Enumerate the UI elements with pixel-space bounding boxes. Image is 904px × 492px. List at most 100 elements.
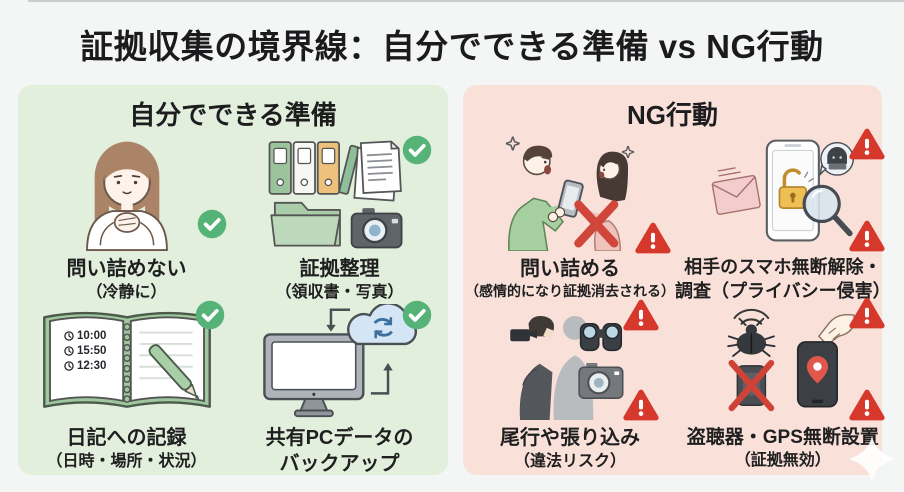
diary-time-row: 12:30 <box>64 360 106 372</box>
check-icon <box>402 135 432 165</box>
item-sublabel: （違法リスク） <box>513 452 626 470</box>
bug-gps-tracker-illustration <box>727 308 855 411</box>
item-label: 日記への記録 <box>66 426 187 449</box>
ok-item-diary-record: 10:00 15:50 12:30 日記への記録 <box>20 304 233 478</box>
bug-icon <box>727 317 776 357</box>
item-sublabel: （領収書・写真） <box>275 284 404 302</box>
item-caption: 問い詰める （感情的になり証拠消去される） <box>465 256 675 301</box>
sync-icon <box>373 316 393 338</box>
panel-ok-grid: 問い詰めない （冷静に） <box>20 135 446 475</box>
ng-item-art <box>465 135 675 251</box>
check-icon <box>402 300 432 330</box>
ok-item-dont-confront: 問い詰めない （冷静に） <box>20 135 233 304</box>
warning-icon <box>849 219 885 253</box>
diary-time-list: 10:00 15:50 12:30 <box>64 330 106 372</box>
ng-item-phone-snooping: 相手のスマホ無断解除・ 調査（プライバシー侵害） <box>675 135 891 304</box>
check-icon <box>197 209 227 239</box>
camera-icon <box>578 362 624 399</box>
ok-item-pc-backup: 共有PCデータの バックアップ <box>233 304 446 478</box>
warning-icon <box>623 388 659 422</box>
item-label: 問い詰める <box>520 258 620 280</box>
camera-icon <box>350 208 402 249</box>
item-caption: 盗聴器・GPS無断設置 （証拠無効） <box>687 425 879 471</box>
arguing-couple-illustration <box>505 136 635 251</box>
item-sublabel: （感情的になり証拠消去される） <box>465 283 675 300</box>
red-cross-icon <box>574 200 619 248</box>
item-caption: 日記への記録 （日時・場所・状況） <box>46 425 206 473</box>
gps-tracker-icon <box>796 340 838 407</box>
envelope-icon <box>711 167 761 215</box>
warning-icon <box>849 388 885 422</box>
item-label: 相手のスマホ無断解除・ <box>684 257 882 277</box>
camcorder-icon <box>510 328 537 341</box>
diary-time: 12:30 <box>77 359 107 372</box>
item-sublabel: （日時・場所・状況） <box>46 452 207 470</box>
item-label: 尾行や張り込み <box>500 426 640 449</box>
diary-time: 10:00 <box>77 329 107 342</box>
warning-icon <box>623 298 659 332</box>
item-label: 証拠整理 <box>299 258 380 280</box>
clock-icon <box>64 360 74 371</box>
warning-icon <box>849 127 885 161</box>
panel-ok-header: 自分でできる準備 <box>129 100 337 130</box>
item-sublabel: （冷静に） <box>86 284 167 302</box>
man-figure <box>508 145 584 251</box>
hacker-icon <box>819 142 854 177</box>
ng-item-bug-gps: 盗聴器・GPS無断設置 （証拠無効） <box>675 304 891 473</box>
diary-time-row: 15:50 <box>64 345 106 357</box>
document-icon <box>352 140 402 202</box>
binder-icon <box>268 141 360 195</box>
cloud-icon <box>346 303 417 345</box>
ng-item-stalking: 尾行や張り込み （違法リスク） <box>465 304 675 473</box>
evidence-files-illustration <box>268 140 402 249</box>
diary-time-row: 10:00 <box>64 330 106 342</box>
folder-icon <box>269 201 341 247</box>
item-label: 問い詰めない <box>66 258 187 280</box>
item-sublabel: （証拠無効） <box>734 451 831 469</box>
item-label: 共有PCデータの <box>265 426 414 449</box>
item-caption: 問い詰めない （冷静に） <box>67 256 187 304</box>
item-caption: 共有PCデータの バックアップ <box>266 425 414 478</box>
ng-item-art <box>675 135 891 251</box>
signal-waves-icon <box>733 308 770 325</box>
ok-item-art <box>233 304 446 420</box>
clock-icon <box>64 330 74 341</box>
warning-icon <box>849 296 885 330</box>
red-cross-icon <box>728 359 775 411</box>
ng-item-art <box>465 304 675 420</box>
diary-time: 15:50 <box>77 344 107 357</box>
ng-item-confronting: 問い詰める （感情的になり証拠消去される） <box>465 135 675 304</box>
stalker-figure <box>510 315 556 420</box>
magnifier-icon <box>802 184 853 237</box>
backup-arrow-icon <box>325 307 393 395</box>
ok-item-art <box>233 135 446 251</box>
item-caption: 尾行や張り込み （違法リスク） <box>500 425 640 473</box>
item-sublabel: バックアップ <box>279 452 400 475</box>
panel-ng-grid: 問い詰める （感情的になり証拠消去される） <box>465 135 891 473</box>
check-icon <box>195 300 225 330</box>
item-label: 盗聴器・GPS無断設置 <box>686 426 879 448</box>
monitor-icon <box>262 332 364 417</box>
item-caption: 証拠整理 （領収書・写真） <box>275 256 403 304</box>
sparkle-icon <box>849 436 895 482</box>
panel-ng-header: NG行動 <box>626 100 718 130</box>
item-caption: 相手のスマホ無断解除・ 調査（プライバシー侵害） <box>675 256 891 304</box>
pen-icon <box>148 343 200 400</box>
diary-notebook-illustration <box>42 311 211 408</box>
pc-cloud-backup-illustration <box>262 303 417 417</box>
item-sublabel: 調査（プライバシー侵害） <box>675 280 891 301</box>
ok-item-evidence-organizing: 証拠整理 （領収書・写真） <box>233 135 446 304</box>
ng-item-art <box>675 304 891 420</box>
warning-icon <box>635 221 671 255</box>
calm-woman-illustration <box>85 141 168 251</box>
panel-ok-preparations: 自分でできる準備 <box>18 85 448 475</box>
anger-spark-icon <box>505 136 520 151</box>
clock-icon <box>64 345 74 356</box>
stalking-surveillance-illustration <box>510 315 624 420</box>
phone-snooping-illustration <box>711 139 854 242</box>
panel-ng-actions: NG行動 <box>463 85 891 475</box>
ok-item-art: 10:00 15:50 12:30 <box>20 304 233 420</box>
crossed-device <box>728 359 775 411</box>
page-title: 証拠収集の境界線：自分でできる準備 vs NG行動 <box>80 28 824 65</box>
